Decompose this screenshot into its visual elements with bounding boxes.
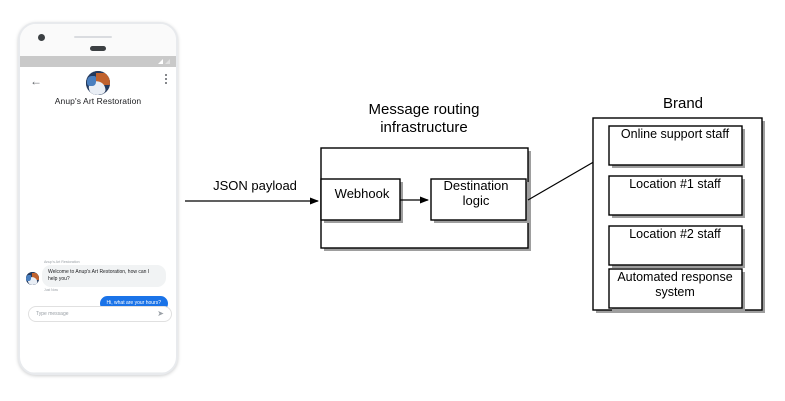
agent-name-label: Anup's Art Restoration — [44, 260, 80, 264]
phone-status-bar — [20, 56, 176, 67]
infrastructure-title: Message routing infrastructure — [368, 101, 480, 136]
avatar — [26, 272, 39, 285]
message-composer[interactable]: Type message ➤ — [28, 306, 172, 322]
signal-bars-icon — [158, 59, 163, 64]
chat-title: Anup's Art Restoration — [54, 96, 142, 106]
chat-header: ← Anup's Art Restoration — [20, 67, 176, 119]
message-input[interactable]: Type message — [36, 311, 69, 317]
connector-label-json-payload: JSON payload — [213, 178, 297, 193]
brand-item-box-location-1 — [608, 175, 743, 216]
brand-item-box-online-support — [608, 125, 743, 166]
phone-nav-bar: ‹ — [20, 372, 176, 373]
avatar — [86, 71, 110, 95]
phone-mockup: ← Anup's Art Restoration Anup's Art Rest… — [18, 22, 178, 375]
brand-item-box-automated-response — [608, 268, 743, 309]
destination-logic-box — [430, 178, 527, 221]
send-icon[interactable]: ➤ — [157, 309, 164, 318]
front-camera-icon — [38, 34, 45, 41]
agent-message-row: Anup's Art Restoration Welcome to Anup's… — [20, 259, 176, 294]
phone-top-bezel — [20, 24, 176, 56]
brand-item-label-location-1: Location #1 staff — [629, 177, 721, 191]
phone-screen: ← Anup's Art Restoration Anup's Art Rest… — [20, 67, 176, 373]
overflow-menu-icon[interactable] — [164, 74, 167, 84]
brand-item-label-automated-response: Automated response system — [617, 270, 733, 299]
destination-logic-label: Destination logic — [443, 178, 509, 209]
agent-message-timestamp: Just Now — [44, 288, 58, 292]
brand-item-label-location-2: Location #2 staff — [629, 227, 721, 241]
wifi-icon — [165, 59, 170, 64]
status-icons-group — [158, 59, 170, 64]
brand-title: Brand — [662, 95, 704, 112]
brand-item-label-online-support: Online support staff — [620, 127, 730, 141]
agent-message-wrapper: Welcome to Anup's Art Restoration, how c… — [26, 265, 168, 287]
chat-thread: Anup's Art Restoration Welcome to Anup's… — [20, 259, 176, 319]
earpiece-grille — [74, 36, 112, 38]
back-arrow-icon[interactable]: ← — [30, 74, 42, 88]
brand-item-box-location-2 — [608, 225, 743, 266]
agent-message-bubble: Welcome to Anup's Art Restoration, how c… — [42, 265, 166, 287]
webhook-label: Webhook — [334, 186, 390, 201]
webhook-box — [320, 178, 401, 221]
phone-speaker — [90, 46, 106, 51]
